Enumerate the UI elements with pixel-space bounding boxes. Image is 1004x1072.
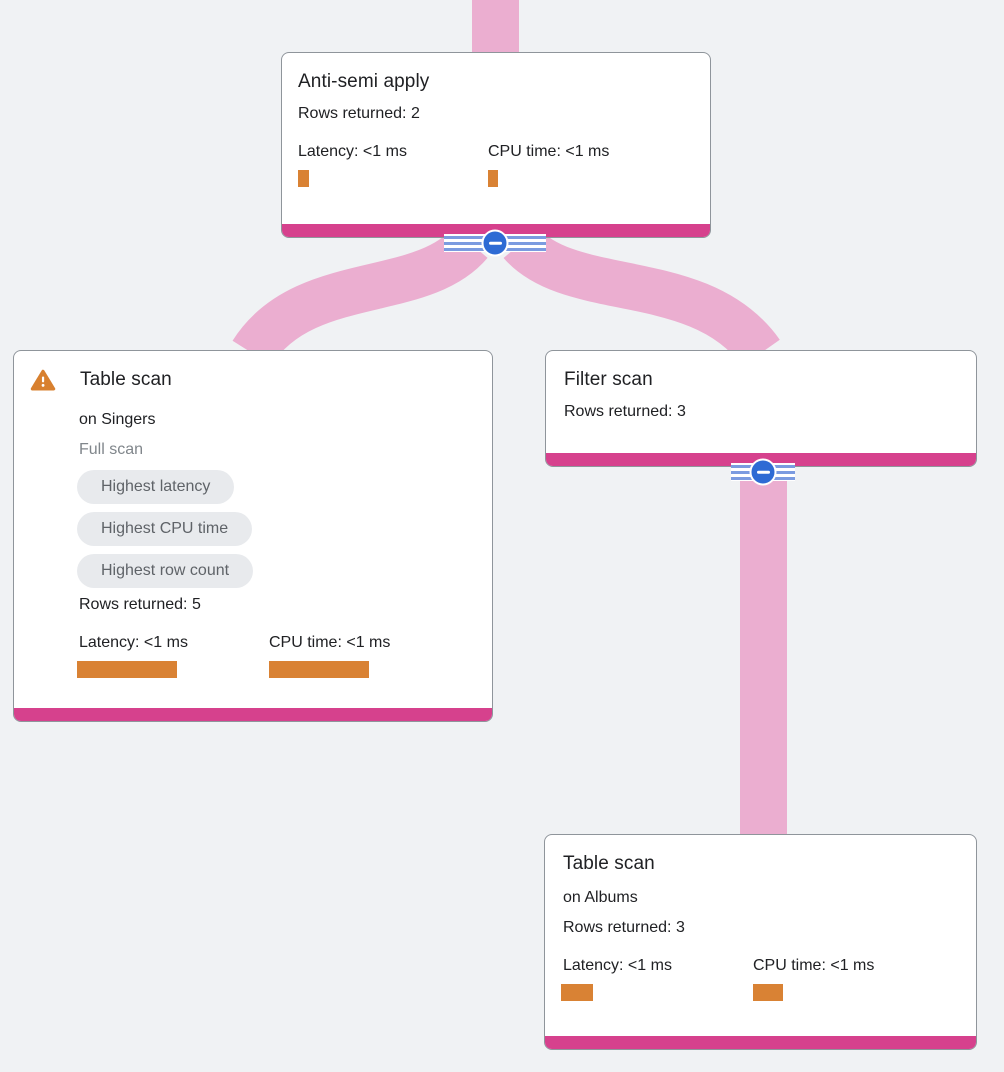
minus-in-circle-icon [481,229,509,257]
edge-anti-semi-to-filter [503,226,780,368]
node-subtitle: on Albums [563,889,638,906]
node-filter-scan[interactable]: Filter scan Rows returned: 3 [545,350,977,467]
latency-bar [77,661,177,678]
badge-highest-row-count: Highest row count [77,554,254,588]
node-accent-bar [545,1036,976,1049]
node-table-scan-singers[interactable]: Table scan on Singers Full scan Highest … [13,350,493,722]
minus-icon [488,241,502,245]
node-title: Anti-semi apply [298,71,430,92]
rows-returned: Rows returned: 3 [563,919,685,936]
cpu-metric: CPU time: <1 ms [269,631,390,678]
node-anti-semi-apply[interactable]: Anti-semi apply Rows returned: 2 Latency… [281,52,711,238]
cpu-metric: CPU time: <1 ms [753,954,874,1001]
metrics-row: Latency: <1 ms CPU time: <1 ms [77,631,476,678]
metrics-row: Latency: <1 ms CPU time: <1 ms [298,140,694,187]
minus-in-circle-icon [749,458,777,486]
cpu-label: CPU time: <1 ms [488,143,610,160]
latency-bar [298,170,309,187]
badge-highest-cpu-time: Highest CPU time [77,512,253,546]
cpu-bar [753,984,783,1001]
collapse-button-anti-semi[interactable] [444,229,546,257]
rows-returned: Rows returned: 3 [564,403,686,420]
latency-label: Latency: <1 ms [298,143,407,160]
metrics-row: Latency: <1 ms CPU time: <1 ms [561,954,960,1001]
cpu-metric: CPU time: <1 ms [488,140,609,187]
cpu-bar [269,661,369,678]
latency-bar [561,984,593,1001]
node-accent-bar [14,708,492,721]
rows-returned: Rows returned: 5 [79,596,201,613]
node-subtitle: on Singers [79,411,156,428]
node-title: Table scan [80,369,172,390]
node-header: Table scan [30,366,476,394]
cpu-label: CPU time: <1 ms [753,957,875,974]
rows-returned: Rows returned: 2 [298,105,420,122]
latency-metric: Latency: <1 ms [77,631,269,678]
node-title: Table scan [563,853,655,874]
node-table-scan-albums[interactable]: Table scan on Albums Rows returned: 3 La… [544,834,977,1050]
latency-label: Latency: <1 ms [563,957,672,974]
latency-metric: Latency: <1 ms [298,140,488,187]
minus-icon [756,470,770,474]
warning-triangle-icon [30,369,56,391]
latency-metric: Latency: <1 ms [561,954,753,1001]
node-title: Filter scan [564,369,653,390]
badge-highest-latency: Highest latency [77,470,235,504]
scan-type: Full scan [79,441,144,458]
latency-label: Latency: <1 ms [79,634,188,651]
collapse-button-filter[interactable] [731,458,795,486]
cpu-bar [488,170,498,187]
edge-anti-semi-to-singers [232,226,488,367]
cpu-label: CPU time: <1 ms [269,634,391,651]
